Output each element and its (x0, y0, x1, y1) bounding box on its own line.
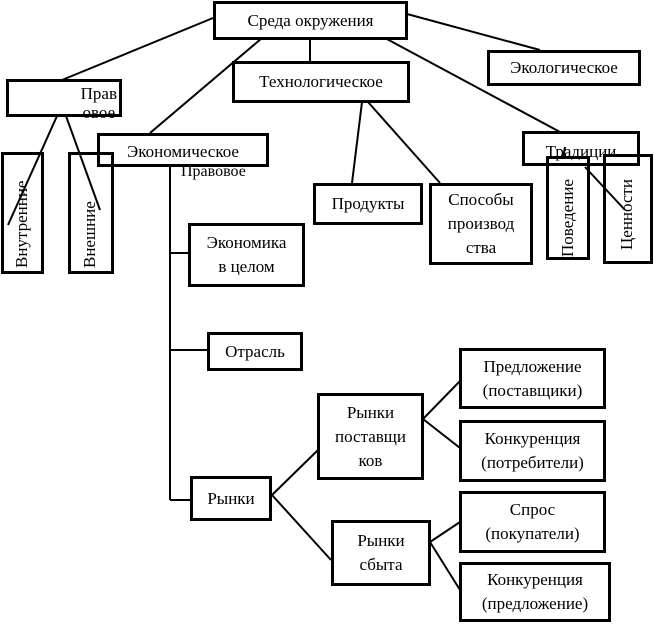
edge-suppliers-supply (422, 380, 461, 420)
node-competition-consumers: Конкуренция (потребители) (459, 420, 606, 482)
edge-legal-external (65, 115, 101, 211)
node-industry: Отрасль (207, 332, 303, 371)
edge-tech-methods (367, 101, 441, 184)
edge-sales-demand (429, 521, 461, 543)
node-products: Продукты (313, 183, 423, 225)
node-values (603, 154, 653, 264)
node-competition-supply: Конкуренция (предложение) (459, 562, 611, 622)
node-behavior (546, 156, 590, 260)
node-technological: Технологическое (232, 61, 410, 103)
edge-root-economic (149, 37, 263, 134)
node-root: Среда окружения (213, 1, 408, 40)
edge-markets-suppliers (271, 449, 319, 496)
node-economic: Экономическое (97, 133, 269, 167)
node-internal-label: Внутренние (12, 180, 31, 268)
node-behavior-label: Поведение (558, 179, 577, 257)
node-demand: Спрос (покупатели) (459, 491, 606, 553)
node-production-methods: Способы производ ства (429, 183, 533, 265)
node-traditions: Традиции (522, 131, 640, 166)
label-legal-overlay: Правовое (181, 163, 246, 180)
edge-legal-internal (7, 115, 58, 226)
edge-sales-competition (429, 541, 461, 591)
node-external-label: Внешние (80, 201, 99, 268)
node-supplier-markets: Рынки поставщи ков (317, 393, 424, 480)
edge-suppliers-competition (422, 418, 461, 449)
node-external (68, 152, 114, 274)
node-internal (1, 152, 44, 274)
node-sales-markets: Рынки сбыта (331, 520, 431, 586)
edge-markets-sales (271, 494, 332, 561)
node-legal: Прав овое (6, 79, 122, 122)
edge-root-ecological (406, 13, 541, 51)
node-ecological: Экологическое (487, 50, 641, 86)
edge-root-legal (61, 17, 214, 81)
node-supply: Предложение (поставщики) (459, 348, 606, 409)
node-economy-overall: Экономика в целом (188, 223, 305, 287)
node-markets: Рынки (190, 476, 272, 521)
node-values-label: Ценности (617, 178, 636, 250)
edge-root-traditions (384, 37, 561, 133)
edge-tech-products (351, 101, 363, 184)
